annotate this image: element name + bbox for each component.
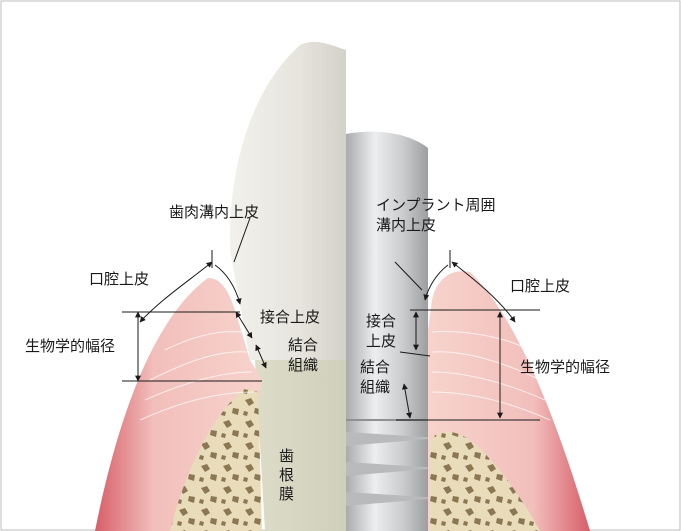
label-implant-sulcus-2: 溝内上皮 — [376, 216, 436, 235]
label-oral-epithelium-right: 口腔上皮 — [510, 277, 570, 296]
label-junctional-epithelium-left: 接合上皮 — [260, 308, 320, 327]
label-connective-tissue-right-2: 組織 — [360, 378, 390, 397]
label-connective-tissue-left-2: 組織 — [288, 356, 318, 375]
label-connective-tissue-left-1: 結合 — [288, 336, 318, 355]
tooth-root — [255, 360, 346, 531]
label-oral-epithelium-left: 口腔上皮 — [89, 270, 149, 289]
label-biologic-width-right: 生物学的幅径 — [520, 358, 610, 377]
label-biologic-width-left: 生物学的幅径 — [25, 337, 115, 356]
label-connective-tissue-right-1: 結合 — [360, 358, 390, 377]
label-periodontal-ligament: 歯根膜 — [276, 448, 295, 505]
label-junctional-epithelium-right-2: 上皮 — [366, 332, 396, 351]
label-gingival-sulcus-epithelium: 歯肉溝内上皮 — [169, 203, 259, 222]
label-junctional-epithelium-right-1: 接合 — [366, 312, 396, 331]
label-implant-sulcus-1: インプラント周囲 — [376, 196, 496, 215]
